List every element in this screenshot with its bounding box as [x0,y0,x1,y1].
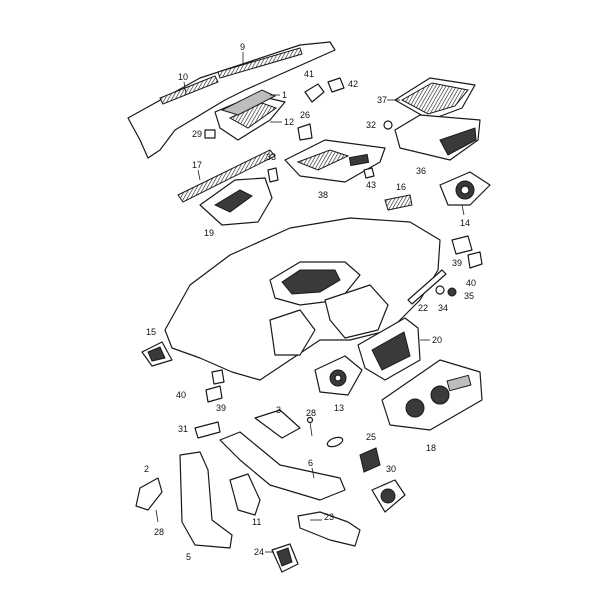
callout-label: 17 [192,160,202,170]
part-11-duct [229,473,261,516]
part-23-duct [297,511,361,547]
part-17-defroster [177,149,276,203]
callout-label: 38 [318,190,328,200]
callout-label: 29 [192,129,202,139]
callout-label: 11 [252,517,261,527]
callout-layer: 9 10 1 41 42 37 29 12 26 32 33 17 38 43 … [144,42,476,562]
part-39-40-left [205,369,225,403]
callout-label: 20 [432,335,442,345]
part-15-side-vent [141,341,173,367]
part-13-center-vent [314,355,363,396]
callout-label: 10 [178,72,188,82]
part-33 [267,167,279,183]
part-32 [383,120,393,130]
part-3-bracket [254,409,301,439]
callout-label: 3 [276,405,281,415]
part-14-vent [439,171,491,206]
part-18-climate-panel [381,359,483,431]
part-20-bezel [357,317,421,381]
callout-label: 5 [186,552,191,562]
callout-label: 23 [324,512,334,522]
callout-label: 14 [460,218,470,228]
callout-label: 39 [216,403,226,413]
callout-label: 18 [426,443,436,453]
part-19-cluster-housing [199,177,273,226]
part-34 [435,285,445,295]
callout-label: 9 [240,42,245,52]
callout-label: 32 [366,120,376,130]
callout-label: 40 [176,390,186,400]
part-30 [371,479,406,513]
part-windshield-trim [127,41,336,159]
part-28-screw [306,416,314,437]
callout-label: 24 [254,547,264,557]
callout-label: 35 [464,291,474,301]
part-39-40-right [451,235,483,269]
callout-label: 34 [438,303,448,313]
part-38-cover [284,139,386,183]
part-37-tray [394,77,476,121]
part-25 [359,447,381,473]
callout-label: 22 [418,303,428,313]
part-1 [220,89,277,116]
callout-label: 16 [396,182,406,192]
callout-label: 33 [266,152,276,162]
part-29 [204,129,216,139]
callout-label: 25 [366,432,376,442]
part-dashboard [164,217,441,381]
part-5-duct [179,451,233,549]
callout-label: 15 [146,327,156,337]
part-43 [363,167,375,179]
part-8 [326,436,344,448]
callout-label: 41 [304,69,314,79]
callout-label: 28 [306,408,316,418]
callout-label: 2 [144,464,149,474]
part-22-rod [407,269,447,305]
part-24 [271,543,299,573]
part-26 [297,123,313,141]
callout-label: 13 [334,403,344,413]
part-6-duct [219,431,346,501]
callout-label: 26 [300,110,310,120]
part-36-storage [394,114,481,161]
callout-label: 42 [348,79,358,89]
part-35 [447,287,457,297]
part-42 [327,77,345,93]
callout-label: 31 [178,424,188,434]
callout-label: 43 [366,180,376,190]
part-31 [194,421,221,439]
callout-label: 37 [377,95,387,105]
callout-label: 39 [452,258,462,268]
part-28-left [155,509,159,523]
callout-label: 1 [282,90,287,100]
callout-label: 36 [416,166,426,176]
callout-label: 30 [386,464,396,474]
part-41 [304,83,325,103]
callout-label: 6 [308,458,313,468]
part-2 [135,477,163,511]
callout-label: 40 [466,278,476,288]
callout-label: 28 [154,527,164,537]
callout-label: 12 [284,117,294,127]
part-16 [384,194,413,211]
callout-label: 19 [204,228,214,238]
